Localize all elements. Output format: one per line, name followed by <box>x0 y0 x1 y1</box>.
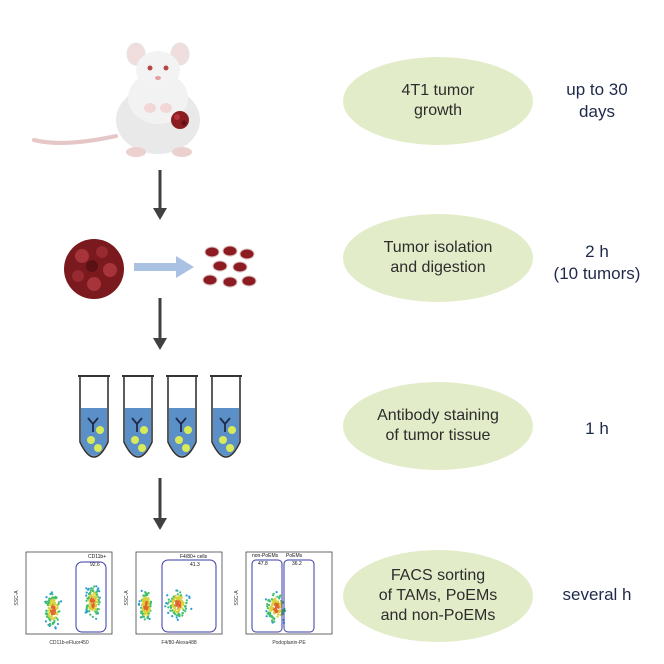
duration-line: up to 30 <box>566 80 628 99</box>
facs-x-label: F4/80-Alexa488 <box>161 640 197 646</box>
facs-y-label: SSC-A <box>124 590 130 606</box>
step-oval-staining: Antibody staining of tumor tissue <box>343 382 533 470</box>
step-label: Antibody staining of tumor tissue <box>377 406 499 446</box>
step-label-line: and digestion <box>390 259 486 276</box>
step-oval-facs: FACS sorting of TAMs, PoEMs and non-PoEM… <box>343 550 533 642</box>
gate-label: F4/80+ cells <box>180 554 208 560</box>
facs-gate <box>75 561 107 633</box>
down-arrow-icon <box>153 170 167 220</box>
mouse-illustration <box>32 42 200 157</box>
step-label-line: FACS sorting <box>390 567 486 584</box>
tube-icon <box>122 375 154 458</box>
facs-x-label: CD11b-eFluor450 <box>49 640 89 646</box>
facs-gate <box>161 559 217 633</box>
gate-label: non-PoEMs <box>252 553 279 559</box>
facs-y-label: SSC-A <box>234 590 240 606</box>
facs-plot-icon: SSC-A CD11b-eFluor450 CD11b+ 92.6 <box>14 551 113 646</box>
gate-label: CD11b+ <box>88 554 106 560</box>
gate-value: 47.8 <box>258 561 268 567</box>
right-arrow-icon <box>134 256 194 278</box>
duration-line: (10 tumors) <box>553 264 641 283</box>
tube-icon <box>78 375 110 458</box>
step-label-line: Antibody staining <box>377 407 499 424</box>
facs-gate <box>251 559 283 633</box>
facs-plot-icon: SSC-A Podoplanin-PE non-PoEMs PoEMs 47.8 36.2 <box>234 551 333 646</box>
gate-value: 36.2 <box>292 561 302 567</box>
gate-value: 92.6 <box>90 562 100 568</box>
duration-isolation: 2 h (10 tumors) <box>542 241 652 285</box>
tube-icon <box>210 375 242 458</box>
step-label-line: of TAMs, PoEMs <box>378 587 498 604</box>
cells-icon <box>202 245 257 288</box>
duration-facs: several h <box>537 584 657 606</box>
step-label: Tumor isolation and digestion <box>384 238 493 278</box>
step-oval-isolation: Tumor isolation and digestion <box>343 214 533 302</box>
down-arrow-icon <box>153 478 167 530</box>
gate-value: 41.3 <box>190 562 200 568</box>
duration-line: 1 h <box>585 419 609 438</box>
step-label-line: growth <box>413 102 462 119</box>
step-label-line: 4T1 tumor <box>401 82 475 99</box>
duration-line: several h <box>562 585 632 604</box>
step-label: 4T1 tumor growth <box>402 81 475 121</box>
gate-label: PoEMs <box>286 553 303 559</box>
facs-y-label: SSC-A <box>14 590 20 606</box>
step-oval-tumor-growth: 4T1 tumor growth <box>343 57 533 145</box>
duration-line: days <box>579 102 615 121</box>
duration-line: 2 h <box>585 242 609 261</box>
facs-gate <box>283 559 315 633</box>
tube-icon <box>166 375 198 458</box>
step-label-line: Tumor isolation <box>383 239 493 256</box>
tubes-group <box>78 375 242 458</box>
tumor-icon <box>64 239 124 299</box>
step-label-line: of tumor tissue <box>385 427 491 444</box>
step-label: FACS sorting of TAMs, PoEMs and non-PoEM… <box>379 566 498 626</box>
facs-x-label: Podoplanin-PE <box>272 640 306 646</box>
duration-tumor-growth: up to 30 days <box>542 79 652 123</box>
step-label-line: and non-PoEMs <box>380 607 496 624</box>
down-arrow-icon <box>153 298 167 350</box>
duration-staining: 1 h <box>542 418 652 440</box>
facs-plot-icon: SSC-A F4/80-Alexa488 F4/80+ cells 41.3 <box>124 551 223 646</box>
